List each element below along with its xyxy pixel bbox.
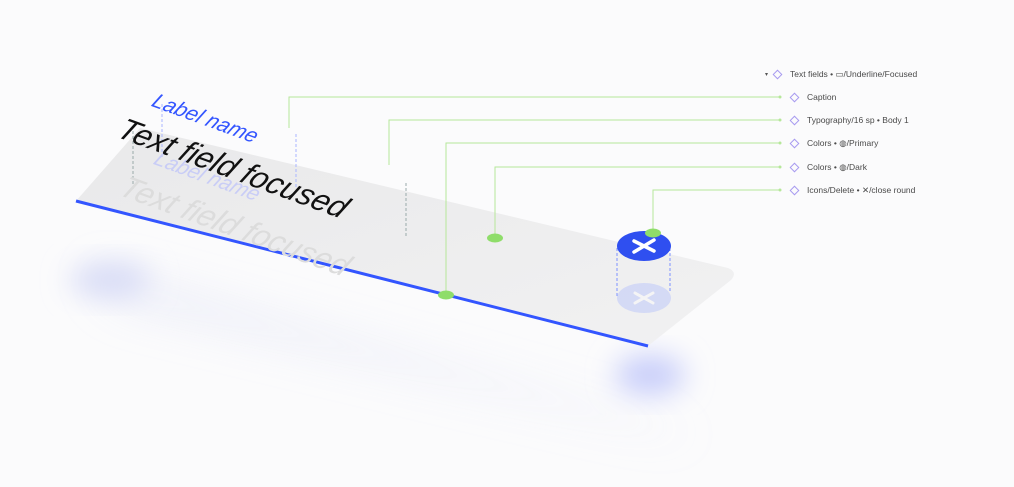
layer-label: Caption (807, 92, 837, 102)
leader-arrowheads (778, 95, 782, 192)
anchor-dots (438, 228, 661, 300)
layer-root-text-fields[interactable]: ▾ Text fields • ▭/Underline/Focused (765, 67, 917, 81)
component-diamond-icon (789, 138, 800, 148)
layer-item-icons-delete[interactable]: Icons/Delete • ✕/close round (789, 183, 916, 197)
component-diamond-icon (789, 162, 800, 172)
layer-label: Colors • ◍/Primary (807, 137, 879, 148)
component-diamond-icon (789, 185, 800, 195)
layer-label: Icons/Delete • ✕/close round (807, 184, 916, 195)
layer-item-caption[interactable]: Caption (789, 90, 837, 104)
layer-item-colors-dark[interactable]: Colors • ◍/Dark (789, 160, 867, 174)
projection-lines (132, 104, 671, 298)
layer-label: Text fields • ▭/Underline/Focused (790, 68, 918, 79)
component-diamond-icon (789, 92, 800, 102)
plane-shadow (70, 262, 700, 440)
close-icon-shadow (617, 283, 671, 313)
text-field-plane (76, 128, 734, 346)
component-diamond-icon (772, 69, 783, 79)
close-round-icon[interactable] (617, 231, 671, 261)
focused-underline (75, 199, 649, 348)
layer-item-typography[interactable]: Typography/16 sp • Body 1 (789, 113, 909, 127)
caret-down-icon[interactable]: ▾ (765, 71, 769, 78)
layer-item-colors-primary[interactable]: Colors • ◍/Primary (789, 136, 879, 150)
leader-lines (288, 96, 780, 295)
layer-label: Typography/16 sp • Body 1 (807, 115, 909, 125)
component-diamond-icon (789, 115, 800, 125)
layer-label: Colors • ◍/Dark (807, 161, 867, 172)
